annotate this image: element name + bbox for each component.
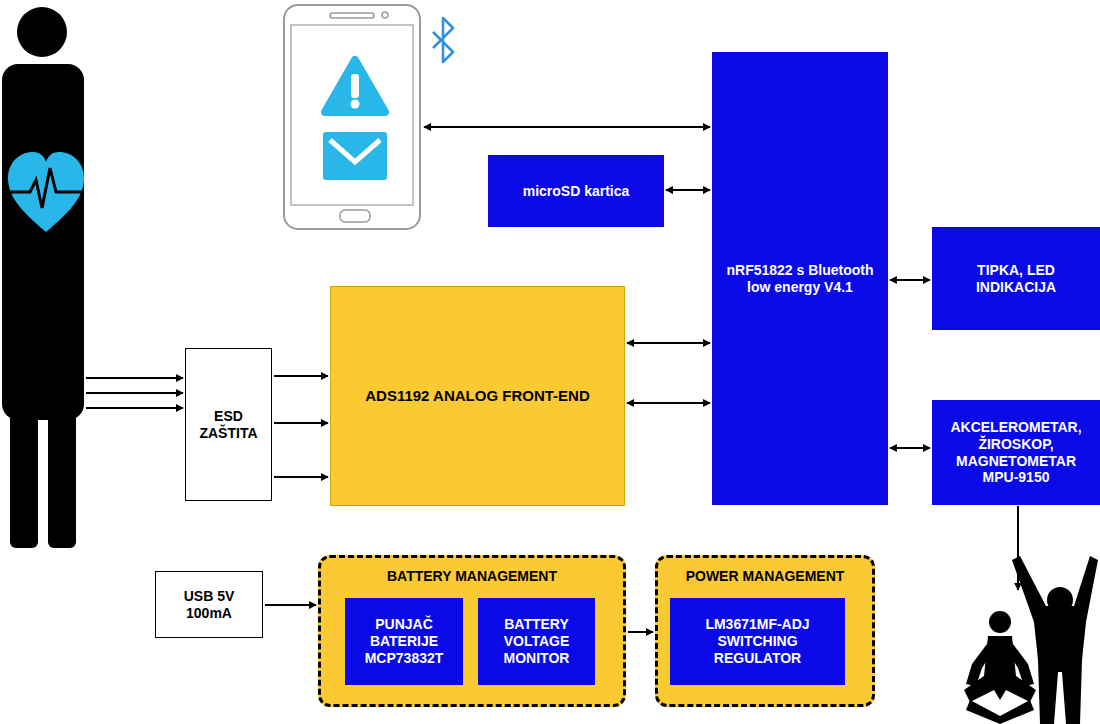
bluetooth-symbol [433, 18, 453, 62]
group-panel: BATTERY MANAGEMENT PUNJAČ BATERIJE MCP738… [318, 555, 626, 707]
smartphone-icon [284, 5, 420, 229]
box-label: TIPKA, LED INDIKACIJA [938, 262, 1094, 296]
box-label: USB 5V 100mA [162, 588, 256, 622]
component-box: PUNJAČ BATERIJE MCP73832T [345, 598, 463, 685]
connector-arrow [666, 189, 710, 191]
protection-box: ESD ZAŠTITA [185, 348, 272, 501]
connector-arrow [274, 476, 328, 478]
connector-arrow [274, 422, 328, 424]
io-box: TIPKA, LED INDIKACIJA [932, 227, 1100, 330]
box-label: PUNJAČ BATERIJE MCP73832T [351, 616, 457, 666]
storage-box: microSD kartica [488, 155, 664, 227]
sensor-box: AKCELEROMETAR, ŽIROSKOP, MAGNETOMETAR MP… [932, 400, 1100, 505]
group-title: BATTERY MANAGEMENT [321, 568, 623, 585]
box-label: AKCELEROMETAR, ŽIROSKOP, MAGNETOMETAR MP… [938, 419, 1094, 486]
box-label: ESD ZAŠTITA [192, 408, 265, 442]
box-label: BATTERY VOLTAGE MONITOR [484, 616, 589, 666]
box-label: LM3671MF-ADJ SWITCHING REGULATOR [676, 616, 839, 666]
box-label: ADS1192 ANALOG FRONT-END [365, 387, 589, 405]
patient-figure [2, 7, 84, 548]
box-label: nRF51822 s Bluetooth low energy V4.1 [718, 262, 882, 296]
box-label: microSD kartica [523, 183, 630, 200]
connector-arrow [890, 279, 930, 281]
component-box: BATTERY VOLTAGE MONITOR [478, 598, 595, 685]
group-panel: POWER MANAGEMENT LM3671MF-ADJ SWITCHING R… [655, 555, 875, 707]
connector-arrow [627, 342, 710, 344]
component-box: LM3671MF-ADJ SWITCHING REGULATOR [670, 598, 845, 685]
bluetooth-link [424, 126, 710, 128]
activity-figures [964, 556, 1098, 724]
connector-arrow [627, 402, 710, 404]
frontend-box: ADS1192 ANALOG FRONT-END [330, 286, 625, 506]
electrode-leads [86, 378, 183, 408]
group-title: POWER MANAGEMENT [658, 568, 872, 585]
power-input-box: USB 5V 100mA [155, 571, 263, 638]
connector-arrow [274, 375, 328, 377]
connector-arrow [628, 631, 653, 633]
connector-arrow [265, 604, 316, 606]
connector-arrow [890, 447, 930, 449]
mcu-box: nRF51822 s Bluetooth low energy V4.1 [712, 52, 888, 505]
